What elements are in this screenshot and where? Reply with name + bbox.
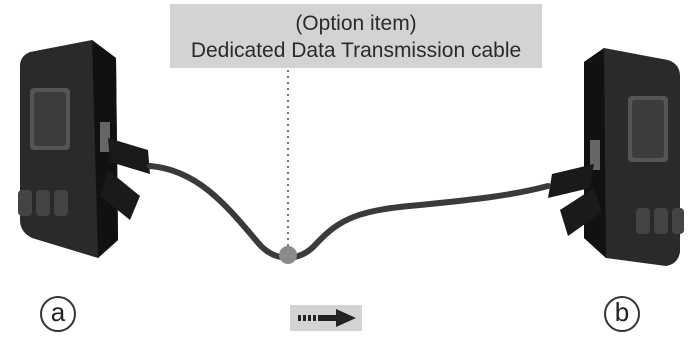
data-cable [147, 163, 551, 261]
label-a: a [40, 296, 76, 332]
callout-anchor-dot [279, 246, 297, 264]
cable-callout: (Option item) Dedicated Data Transmissio… [170, 4, 542, 68]
callout-line-1: (Option item) [295, 12, 417, 35]
left-device [18, 40, 150, 258]
right-device-buttons [636, 208, 684, 234]
left-device-buttons [18, 190, 68, 216]
right-device [548, 48, 684, 266]
callout-line-2: Dedicated Data Transmission cable [190, 39, 522, 62]
arrow-right-icon [290, 305, 362, 331]
label-b: b [604, 296, 640, 332]
